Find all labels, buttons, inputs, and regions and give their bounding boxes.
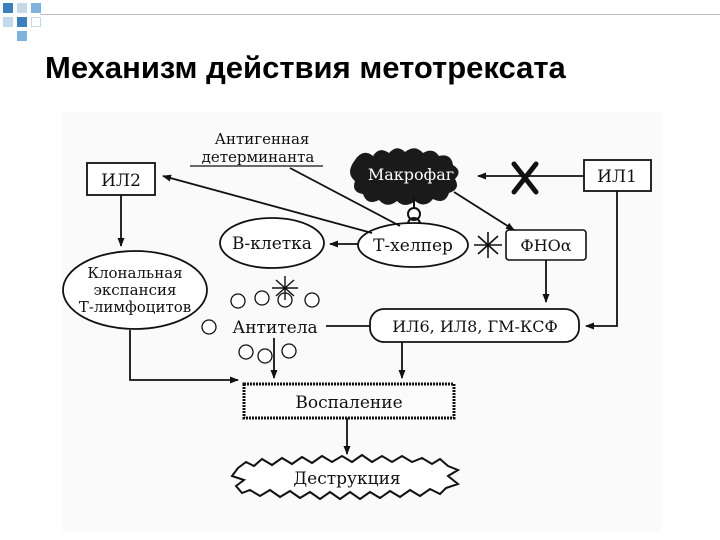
antibody-circle: [281, 343, 297, 359]
inflammation-box: [242, 382, 456, 420]
deco-square: [17, 17, 27, 27]
clonal-label-line2: экспансия: [94, 281, 177, 299]
deco-square: [3, 3, 13, 13]
slide-title: Механизм действия метотрексата: [45, 50, 566, 85]
antibody-circle: [238, 344, 254, 360]
arrow-macrophage-to-tnf: [453, 191, 515, 231]
cytokines-label: ИЛ6, ИЛ8, ГМ-КСФ: [392, 317, 558, 336]
il2-box: [86, 162, 156, 196]
b-cell-label: В-клетка: [232, 234, 312, 254]
antibody-circle: [254, 290, 270, 306]
inhibition-star: [474, 232, 502, 258]
b-cell-node: [219, 217, 325, 269]
deco-square: [31, 3, 41, 13]
macrophage-shape: [350, 148, 459, 205]
antigen-label-line2: детерминанта: [202, 148, 315, 166]
t-helper-node: [357, 222, 469, 268]
receptor-circle: [407, 207, 421, 221]
connectors: [117, 167, 618, 455]
tnf-label: ФНОα: [520, 236, 571, 255]
antibody-circle: [201, 319, 217, 335]
antibody-circles: [201, 290, 320, 364]
inhibition-star: [272, 276, 298, 300]
deco-square: [31, 17, 41, 27]
clonal-expansion-node: [62, 250, 208, 330]
inflammation-label: Воспаление: [295, 393, 402, 413]
block-mark: [511, 161, 539, 195]
antibody-circle: [257, 348, 273, 364]
arrow-t-helper-to-il2: [162, 174, 373, 234]
il1-label: ИЛ1: [597, 167, 637, 187]
header-rule: [40, 14, 720, 15]
clonal-label-line3: Т-лимфоцитов: [79, 298, 191, 316]
antibodies-label: Антитела: [232, 318, 317, 338]
deco-square: [17, 31, 27, 41]
antigen-label-line1: Антигенная: [215, 130, 310, 148]
il2-label: ИЛ2: [101, 171, 141, 191]
macrophage-label: Макрофаг: [368, 165, 454, 184]
arrow-clonal-to-inflammation: [129, 330, 239, 384]
clonal-label-line1: Клональная: [87, 264, 182, 282]
destruction-shape: [230, 453, 461, 501]
t-helper-label: Т-хелпер: [373, 236, 453, 256]
antibody-circle: [230, 293, 246, 309]
arrow-antigen-to-t-helper: [289, 167, 401, 227]
arrow-il1-to-cytokines: [585, 191, 618, 330]
antibody-circle: [304, 292, 320, 308]
deco-square: [3, 17, 13, 27]
deco-square: [17, 3, 27, 13]
destruction-label: Деструкция: [293, 469, 400, 489]
